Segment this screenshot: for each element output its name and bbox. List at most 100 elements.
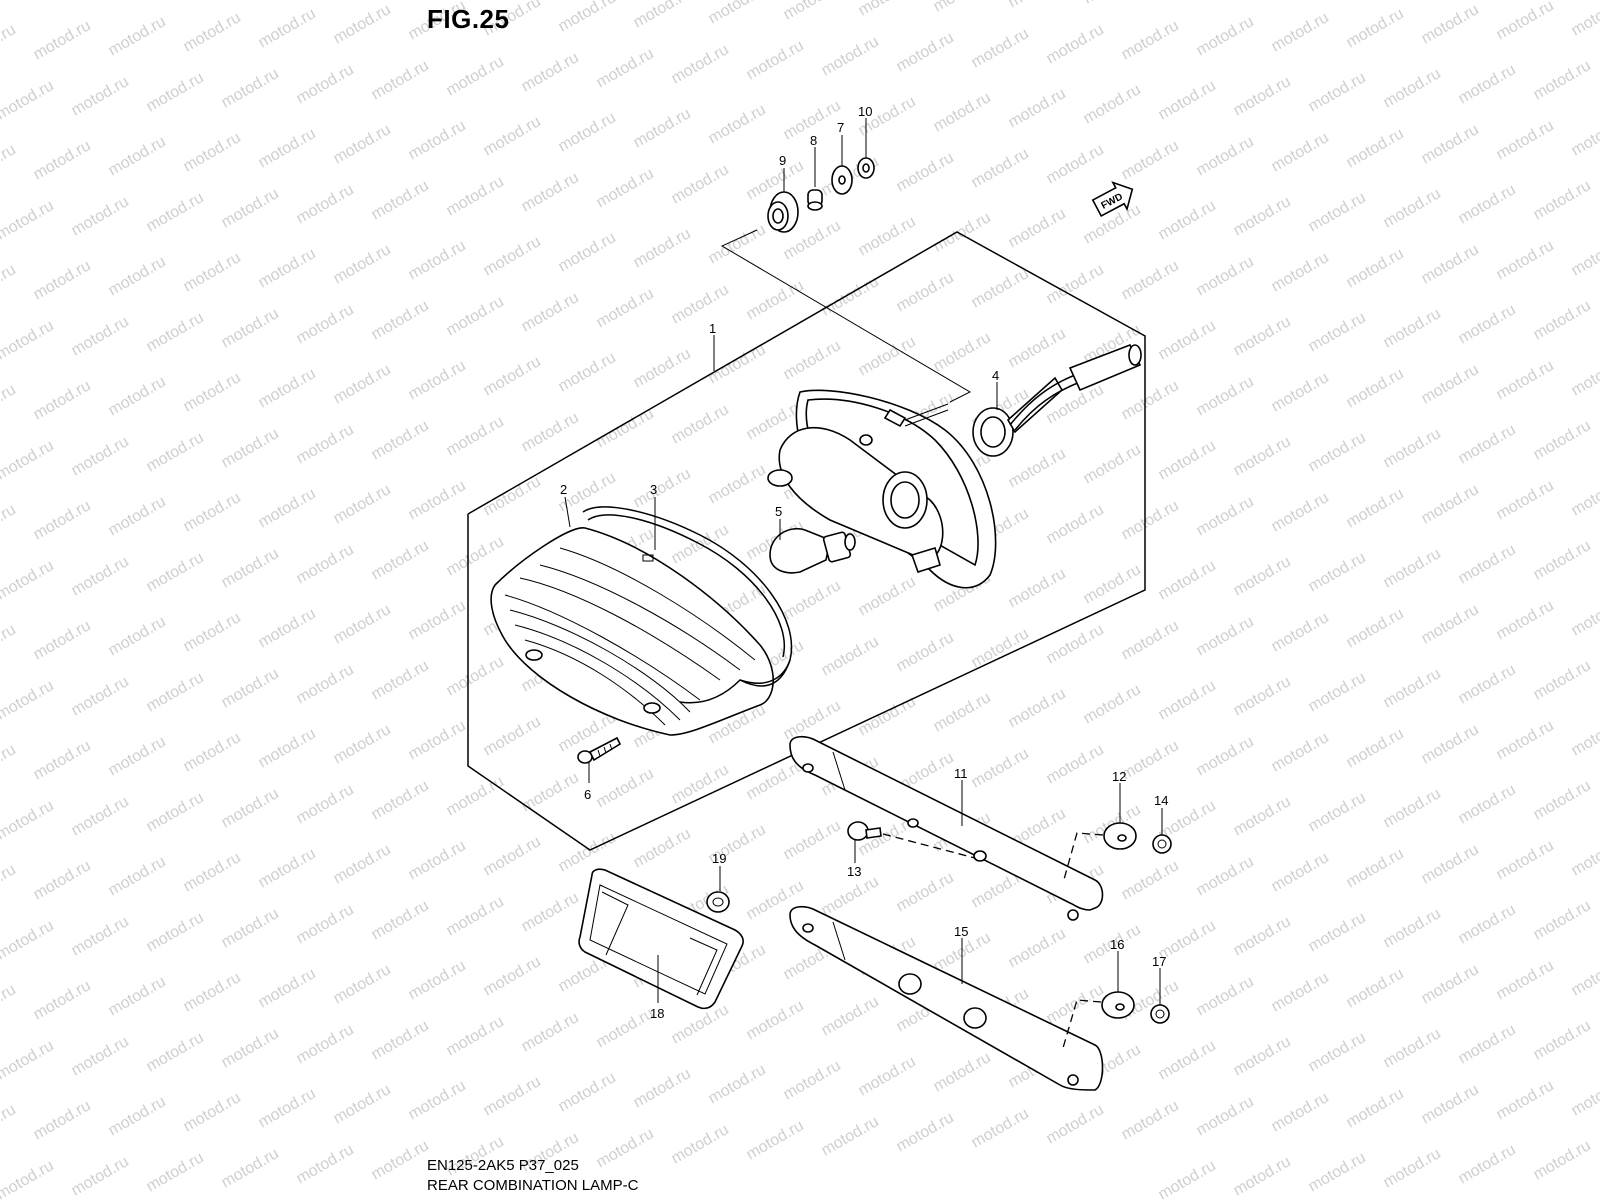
watermark-text: motod.ru — [1156, 77, 1219, 123]
watermark-text: motod.ru — [106, 973, 169, 1019]
watermark-text: motod.ru — [969, 745, 1032, 791]
watermark-text: motod.ru — [894, 869, 957, 915]
watermark-text: motod.ru — [1194, 493, 1257, 539]
watermark-text: motod.ru — [406, 837, 469, 883]
watermark-text: motod.ru — [1081, 561, 1144, 607]
watermark-text: motod.ru — [369, 657, 432, 703]
watermark-text: motod.ru — [1344, 485, 1407, 531]
watermark-text: motod.ru — [256, 965, 319, 1011]
watermark-text: motod.ru — [1006, 85, 1069, 131]
watermark-text: motod.ru — [1231, 793, 1294, 839]
watermark-text: motod.ru — [519, 769, 582, 815]
watermark-text: motod.ru — [256, 245, 319, 291]
watermark-text: motod.ru — [331, 841, 394, 887]
watermark-text: motod.ru — [369, 57, 432, 103]
reflector-part — [578, 868, 744, 1010]
watermark-text: motod.ru — [706, 461, 769, 507]
watermark-text: motod.ru — [669, 401, 732, 447]
watermark-text: motod.ru — [1569, 953, 1600, 999]
watermark-text: motod.ru — [931, 209, 994, 255]
watermark-text: motod.ru — [1344, 245, 1407, 291]
bolt-part-13 — [847, 821, 976, 859]
watermark-text: motod.ru — [631, 345, 694, 391]
watermark-text: motod.ru — [594, 285, 657, 331]
callout-19: 19 — [712, 851, 726, 866]
watermark-text: motod.ru — [669, 1121, 732, 1167]
watermark-text: motod.ru — [969, 265, 1032, 311]
nut-part-14 — [1152, 834, 1172, 854]
watermark-text: motod.ru — [706, 221, 769, 267]
watermark-text: motod.ru — [1194, 613, 1257, 659]
watermark-text: motod.ru — [369, 537, 432, 583]
watermark-text: motod.ru — [1194, 1093, 1257, 1139]
watermark-text: motod.ru — [444, 1013, 507, 1059]
watermark-text: motod.ru — [256, 125, 319, 171]
watermark-text: motod.ru — [144, 789, 207, 835]
watermark-text: motod.ru — [1381, 1025, 1444, 1071]
watermark-text: motod.ru — [1531, 417, 1594, 463]
watermark-text: motod.ru — [1531, 537, 1594, 583]
watermark-text: motod.ru — [0, 1157, 57, 1200]
watermark-text: motod.ru — [631, 1065, 694, 1111]
watermark-text: motod.ru — [331, 121, 394, 167]
watermark-text: motod.ru — [69, 793, 132, 839]
watermark-text: motod.ru — [69, 1153, 132, 1199]
watermark-text: motod.ru — [444, 893, 507, 939]
watermark-text: motod.ru — [1006, 325, 1069, 371]
watermark-text: motod.ru — [1419, 1081, 1482, 1127]
watermark-text: motod.ru — [1419, 961, 1482, 1007]
watermark-text: motod.ru — [0, 501, 19, 547]
callouts: 1 2 3 4 5 6 7 8 9 10 11 12 13 — [560, 104, 1168, 1021]
watermark-text: motod.ru — [1081, 681, 1144, 727]
watermark-text: motod.ru — [1419, 361, 1482, 407]
watermark-text: motod.ru — [1456, 181, 1519, 227]
watermark-text: motod.ru — [819, 33, 882, 79]
watermark-text: motod.ru — [69, 433, 132, 479]
watermark-text: motod.ru — [556, 0, 619, 35]
watermark-text: motod.ru — [594, 405, 657, 451]
watermark-text: motod.ru — [1494, 957, 1557, 1003]
watermark-text: motod.ru — [1531, 57, 1594, 103]
watermark-text: motod.ru — [1456, 421, 1519, 467]
watermark-text: motod.ru — [1494, 237, 1557, 283]
watermark-text: motod.ru — [144, 1029, 207, 1075]
watermark-text: motod.ru — [481, 833, 544, 879]
watermark-text: motod.ru — [69, 1033, 132, 1079]
watermark-text: motod.ru — [31, 1097, 94, 1143]
screw-part-6 — [577, 736, 622, 764]
watermark-text: motod.ru — [0, 197, 57, 243]
watermark-text: motod.ru — [1456, 1021, 1519, 1067]
watermark-text: motod.ru — [0, 917, 57, 963]
watermark-text: motod.ru — [1531, 777, 1594, 823]
watermark-text: motod.ru — [1419, 841, 1482, 887]
callout-17: 17 — [1152, 954, 1166, 969]
watermark-text: motod.ru — [181, 969, 244, 1015]
figure-name: REAR COMBINATION LAMP-C — [427, 1177, 639, 1194]
watermark-text: motod.ru — [1231, 553, 1294, 599]
watermark-text: motod.ru — [1344, 725, 1407, 771]
upper-bracket-part — [789, 735, 1104, 921]
watermark-text: motod.ru — [1044, 621, 1107, 667]
watermark-text: motod.ru — [931, 689, 994, 735]
watermark-text: motod.ru — [819, 633, 882, 679]
watermark-text: motod.ru — [444, 293, 507, 339]
watermark-text: motod.ru — [181, 729, 244, 775]
watermark-text: motod.ru — [744, 37, 807, 83]
watermark-text: motod.ru — [1494, 117, 1557, 163]
watermark-text: motod.ru — [1306, 789, 1369, 835]
watermark-text: motod.ru — [1119, 1097, 1182, 1143]
watermark-text: motod.ru — [1344, 365, 1407, 411]
watermark-text: motod.ru — [144, 429, 207, 475]
watermark-text: motod.ru — [481, 233, 544, 279]
watermark-text: motod.ru — [819, 1113, 882, 1159]
watermark-text: motod.ru — [1569, 833, 1600, 879]
watermark-text: motod.ru — [1156, 317, 1219, 363]
watermark-text: motod.ru — [256, 845, 319, 891]
watermark-text: motod.ru — [294, 301, 357, 347]
watermark-text: motod.ru — [144, 69, 207, 115]
watermark-text: motod.ru — [181, 369, 244, 415]
watermark-text: motod.ru — [256, 365, 319, 411]
watermark-text: motod.ru — [819, 873, 882, 919]
watermark-text: motod.ru — [1119, 17, 1182, 63]
